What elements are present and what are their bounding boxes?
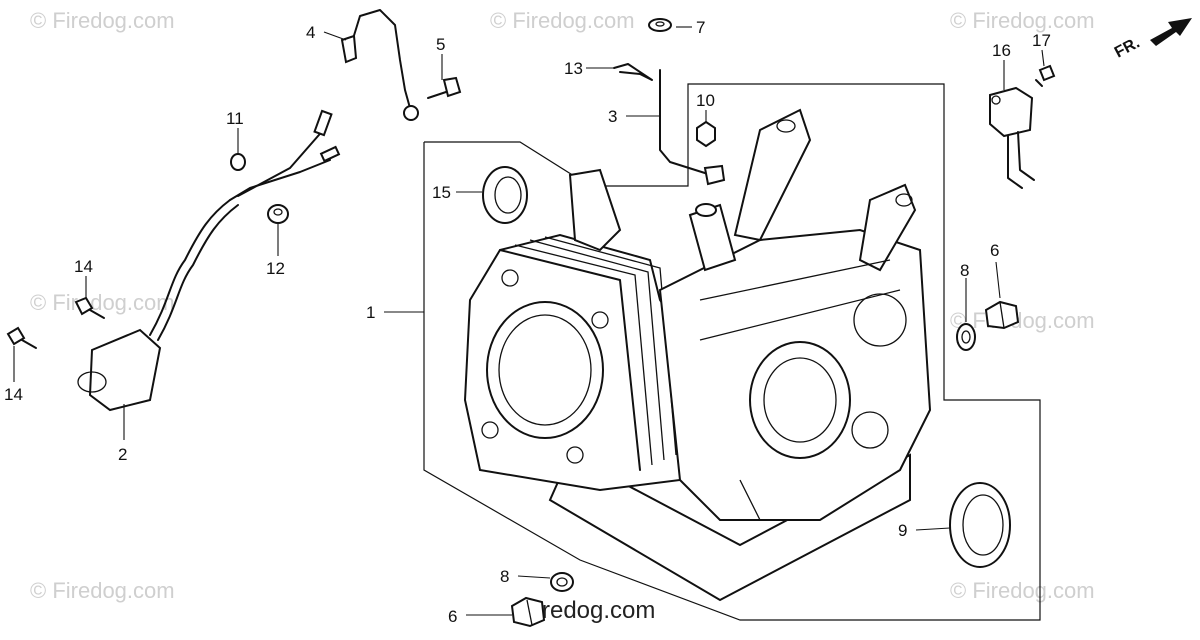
callout-15: 15 <box>432 183 451 202</box>
callout-3: 3 <box>608 107 617 126</box>
callout-9: 9 <box>898 521 907 540</box>
part-14-bolt-lower <box>6 326 37 349</box>
part-14-bolt-upper <box>74 296 105 319</box>
part-17-screw <box>1035 64 1056 87</box>
callout-10: 10 <box>696 91 715 110</box>
front-direction-indicator: FR. <box>1112 18 1192 62</box>
watermark-bottom-left: © Firedog.com <box>30 578 175 603</box>
watermark-top-left: © Firedog.com <box>30 8 175 33</box>
part-16-module <box>989 86 1035 189</box>
part-8-washer-bottom <box>550 572 574 592</box>
leader-lines <box>13 26 1045 616</box>
part-13-clip <box>613 63 653 81</box>
callout-6-right: 6 <box>990 241 999 260</box>
part-10-nut <box>696 120 716 148</box>
part-8-washer-right <box>956 323 976 351</box>
watermark-top-center: © Firedog.com <box>490 8 635 33</box>
callout-2: 2 <box>118 445 127 464</box>
part-9-oil-seal <box>949 482 1011 568</box>
callout-6-bottom: 6 <box>448 607 457 626</box>
part-6-drain-plug-bottom <box>510 596 546 628</box>
callout-5: 5 <box>436 35 445 54</box>
watermark-top-right: © Firedog.com <box>950 8 1095 33</box>
callout-13: 13 <box>564 59 583 78</box>
front-label: FR. <box>1112 34 1143 61</box>
part-15-bearing <box>482 166 528 224</box>
callout-8-bottom: 8 <box>500 567 509 586</box>
callout-7: 7 <box>696 18 705 37</box>
part-11-washer <box>230 153 246 171</box>
watermark-bottom-right: © Firedog.com <box>950 578 1095 603</box>
callout-17: 17 <box>1032 31 1051 50</box>
part-4-lead-wire <box>340 9 419 121</box>
callout-8-right: 8 <box>960 261 969 280</box>
part-5-bolt <box>427 76 462 99</box>
callout-11: 11 <box>226 109 244 128</box>
callout-1: 1 <box>366 303 375 322</box>
front-arrow-icon <box>1150 18 1192 46</box>
part-7-washer <box>648 18 672 32</box>
part-1-cylinder-block <box>463 108 932 602</box>
callout-16: 16 <box>992 41 1011 60</box>
part-6-drain-plug-right <box>984 300 1020 330</box>
callout-4: 4 <box>306 23 315 42</box>
part-12-grommet <box>267 204 289 224</box>
callout-14-lower: 14 <box>4 385 23 404</box>
watermark-mid-left: © Firedog.com <box>30 290 175 315</box>
part-3-bracket <box>659 69 726 186</box>
callout-14-upper: 14 <box>74 257 93 276</box>
callout-12: 12 <box>266 259 285 278</box>
callout-labels: 1 2 3 4 5 6 6 7 8 8 9 10 11 12 13 14 14 … <box>4 18 1051 626</box>
part-2-ignition-coil <box>77 109 341 412</box>
